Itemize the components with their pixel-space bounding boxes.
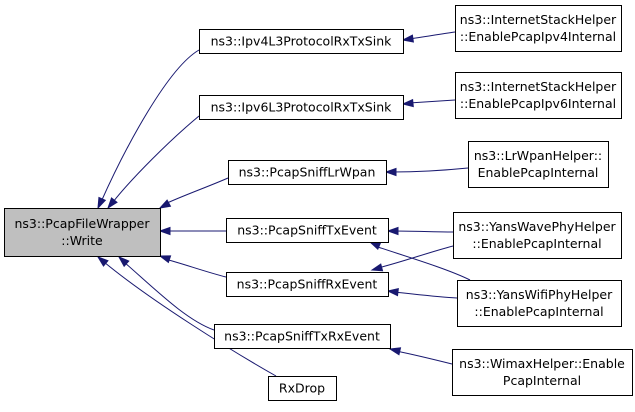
node-box: [199, 95, 404, 120]
node-wimax[interactable]: ns3::WimaxHelper::EnablePcapInternal: [452, 349, 633, 396]
edge-arrowhead: [401, 98, 414, 108]
node-box: [457, 280, 622, 327]
node-label-line: ns3::PcapSniffRxEvent: [237, 277, 378, 292]
node-inetIpv6[interactable]: ns3::InternetStackHelper::EnablePcapIpv6…: [455, 72, 622, 119]
edge-ipv6sink-to-root: [107, 115, 200, 210]
node-box: [453, 212, 622, 259]
node-label-line: ns3::WimaxHelper::Enable: [459, 356, 625, 371]
edge-line: [395, 350, 453, 365]
edge-line: [391, 167, 469, 173]
node-sniffTx[interactable]: ns3::PcapSniffTxEvent: [226, 218, 389, 243]
edge-line: [377, 245, 454, 269]
node-rxdrop[interactable]: RxDrop: [268, 376, 337, 401]
node-label-line: EnablePcapInternal: [478, 165, 599, 180]
edge-inetIpv4-to-ipv4sink: [401, 31, 456, 43]
edge-line: [100, 49, 200, 203]
edge-sniffTx-to-root: [158, 226, 226, 236]
edge-line: [112, 115, 200, 203]
node-label-line: ns3::InternetStackHelper: [460, 12, 617, 27]
edge-arrowhead: [370, 263, 384, 272]
edge-arrowhead: [117, 255, 130, 268]
edge-rxdrop-to-root: [96, 256, 277, 377]
node-label-line: ::EnablePcapIpv4Internal: [460, 29, 616, 44]
node-box: [468, 141, 609, 188]
node-box: [452, 349, 633, 396]
edge-arrowhead: [96, 256, 109, 267]
node-inetIpv4[interactable]: ns3::InternetStackHelper::EnablePcapIpv4…: [455, 5, 622, 52]
node-box: [455, 5, 622, 52]
node-label-line: ::EnablePcapInternal: [472, 236, 601, 251]
node-lrwpanHelper[interactable]: ns3::LrWpanHelper::EnablePcapInternal: [468, 141, 609, 188]
node-label-line: ::EnablePcapInternal: [474, 304, 603, 319]
node-box: [455, 72, 622, 119]
node-box: [4, 208, 161, 257]
edge-sniffRx-to-root: [158, 255, 227, 278]
node-box: [214, 324, 391, 349]
edge-yansWifi-to-sniffRx: [386, 288, 458, 299]
edge-arrowhead: [158, 199, 172, 209]
nodes-layer: ns3::PcapFileWrapper::Write ns3::Ipv4L3Pr…: [4, 5, 633, 401]
edge-arrowhead: [386, 288, 399, 297]
node-label-line: ns3::PcapSniffLrWpan: [239, 165, 376, 180]
node-box: [226, 218, 389, 243]
node-label-line: ns3::Ipv6L3ProtocolRxTxSink: [211, 100, 393, 115]
edge-line: [408, 99, 456, 104]
node-sniffRx[interactable]: ns3::PcapSniffRxEvent: [226, 272, 389, 297]
node-label-line: ns3::PcapSniffTxRxEvent: [224, 329, 380, 344]
edge-arrowhead: [384, 167, 397, 177]
edge-arrowhead: [386, 226, 399, 236]
edge-wimax-to-sniffTxRx: [388, 347, 453, 365]
edge-line: [103, 261, 277, 377]
node-box: [228, 160, 387, 185]
node-label-line: ns3::PcapFileWrapper: [14, 216, 150, 231]
edge-line: [123, 261, 215, 331]
edge-yansWave-to-sniffTx: [386, 226, 454, 236]
node-sniffTxRx[interactable]: ns3::PcapSniffTxRxEvent: [214, 324, 391, 349]
edge-line: [164, 177, 229, 205]
node-yansWave[interactable]: ns3::YansWavePhyHelper::EnablePcapIntern…: [453, 212, 622, 259]
edge-inetIpv6-to-ipv6sink: [401, 98, 456, 108]
node-label-line: ns3::Ipv4L3ProtocolRxTxSink: [211, 34, 393, 49]
node-label-line: ns3::InternetStackHelper: [460, 79, 617, 94]
node-label-line: ns3::YansWavePhyHelper: [458, 219, 616, 234]
node-label-line: ns3::YansWifiPhyHelper: [466, 287, 613, 302]
node-root[interactable]: ns3::PcapFileWrapper::Write: [4, 208, 161, 257]
node-lrwpan[interactable]: ns3::PcapSniffLrWpan: [228, 160, 387, 185]
node-label-line: PcapInternal: [503, 373, 581, 388]
edge-line: [164, 258, 227, 278]
node-ipv4sink[interactable]: ns3::Ipv4L3ProtocolRxTxSink: [199, 29, 404, 54]
edge-ipv4sink-to-root: [97, 49, 200, 210]
edge-line: [393, 230, 454, 233]
node-box: [226, 272, 389, 297]
edges-layer: [96, 31, 471, 377]
edge-arrowhead: [97, 196, 107, 210]
edge-arrowhead: [388, 347, 402, 356]
edge-sniffTxRx-to-root: [117, 255, 215, 331]
edge-line: [374, 245, 471, 281]
edge-arrowhead: [107, 197, 118, 210]
node-label-line: ns3::PcapSniffTxEvent: [237, 223, 377, 238]
edge-lrwpanHelper-to-lrwpan: [384, 167, 469, 177]
edge-line: [408, 31, 456, 40]
edge-arrowhead: [158, 226, 171, 236]
node-yansWifi[interactable]: ns3::YansWifiPhyHelper::EnablePcapIntern…: [457, 280, 622, 327]
node-label-line: ns3::LrWpanHelper::: [474, 148, 602, 163]
node-box: [199, 29, 404, 54]
edge-arrowhead: [401, 34, 414, 43]
edge-arrowhead: [158, 255, 172, 264]
node-box: [268, 376, 337, 401]
node-ipv6sink[interactable]: ns3::Ipv6L3ProtocolRxTxSink: [199, 95, 404, 120]
node-label-line: ::Write: [61, 233, 103, 248]
edge-arrowhead: [368, 241, 382, 251]
edge-yansWave-to-sniffRx: [370, 245, 454, 272]
node-label-line: RxDrop: [279, 381, 325, 396]
edge-line: [393, 291, 458, 299]
node-label-line: ::EnablePcapIpv6Internal: [460, 96, 616, 111]
edge-lrwpan-to-root: [158, 177, 229, 209]
